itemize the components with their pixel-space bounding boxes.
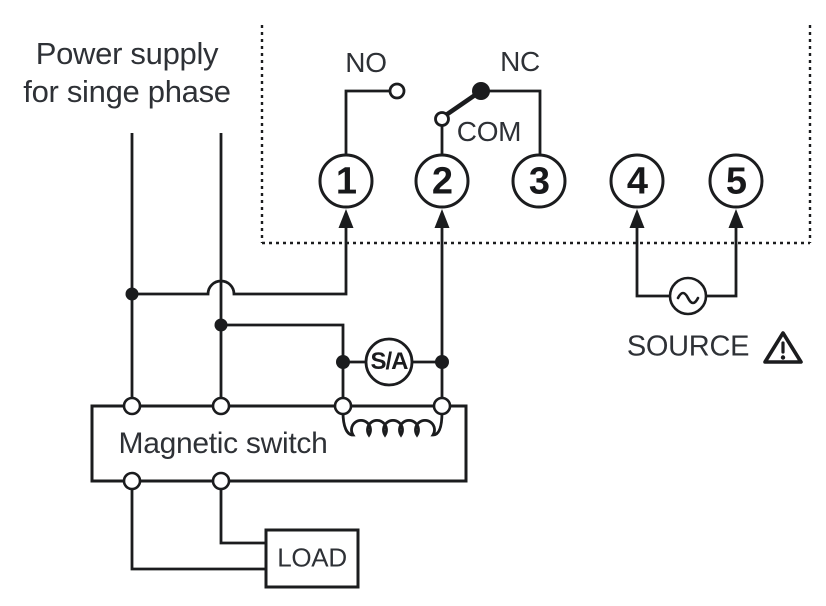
ac-sine-icon — [676, 291, 700, 305]
nc-label: NC — [500, 46, 540, 77]
com-label: COM — [456, 116, 522, 147]
box-terminal — [333, 396, 353, 416]
no-label: NO — [345, 47, 387, 78]
wire-load-left — [130, 489, 266, 571]
device-boundary-dashed — [260, 25, 812, 245]
no-contact-point — [388, 82, 406, 100]
arrow-heads — [338, 209, 744, 228]
sa-label: S/A — [370, 348, 408, 375]
box-terminal — [122, 471, 142, 491]
box-terminal — [211, 471, 231, 491]
wire-terminal-5-source — [706, 222, 738, 298]
nc-contact-point — [472, 82, 490, 100]
source-label: SOURCE — [626, 330, 750, 363]
sa-circle — [364, 337, 414, 387]
arrow-terminal-4 — [629, 209, 645, 228]
power-supply-label: Power supply for singe phase — [23, 35, 231, 111]
terminal-4-number: 4 — [626, 160, 648, 203]
terminal-circles — [318, 153, 764, 209]
terminal-5-circle — [708, 153, 764, 209]
terminal-3-number: 3 — [528, 160, 550, 203]
terminal-1-number: 1 — [335, 160, 357, 203]
box-terminal — [211, 396, 231, 416]
wire-nc-terminal-3 — [481, 89, 542, 155]
wire-load-right — [219, 489, 266, 545]
junction-dot — [435, 355, 449, 369]
terminal-2-circle — [414, 153, 470, 209]
junction-dot — [336, 355, 350, 369]
com-contact-point — [434, 111, 450, 127]
junction-dot — [125, 287, 139, 301]
load-box — [264, 528, 360, 589]
box-terminal — [122, 396, 142, 416]
terminal-1-circle — [318, 153, 374, 209]
box-terminal-circles — [122, 396, 452, 491]
junction-dots — [125, 287, 449, 369]
relay-contact-points — [388, 82, 490, 127]
wire-to-terminal-1 — [132, 222, 348, 296]
arrow-terminal-2 — [434, 209, 450, 228]
terminal-5-number: 5 — [725, 160, 747, 203]
arrow-terminal-5 — [728, 209, 744, 228]
load-label: LOAD — [277, 542, 347, 573]
magnetic-switch-box — [90, 404, 468, 483]
wire-to-sa-branch — [221, 323, 345, 398]
arrow-terminal-1 — [338, 209, 354, 228]
terminal-2-number: 2 — [431, 160, 453, 203]
terminal-3-circle — [511, 153, 567, 209]
relay-contact-arm — [443, 90, 481, 118]
wire-terminal-4-source — [635, 222, 670, 298]
ac-source-symbol — [668, 276, 708, 316]
power-supply-label-line1: Power supply — [35, 36, 219, 71]
junction-dot — [214, 318, 228, 332]
wire-terminal-1-no — [344, 89, 390, 155]
magnetic-switch-label: Magnetic switch — [118, 427, 328, 460]
warning-triangle-icon — [763, 331, 803, 364]
power-supply-label-line2: for singe phase — [23, 74, 231, 109]
coil-icon — [341, 406, 444, 438]
box-terminal — [432, 396, 452, 416]
terminal-4-circle — [609, 153, 665, 209]
